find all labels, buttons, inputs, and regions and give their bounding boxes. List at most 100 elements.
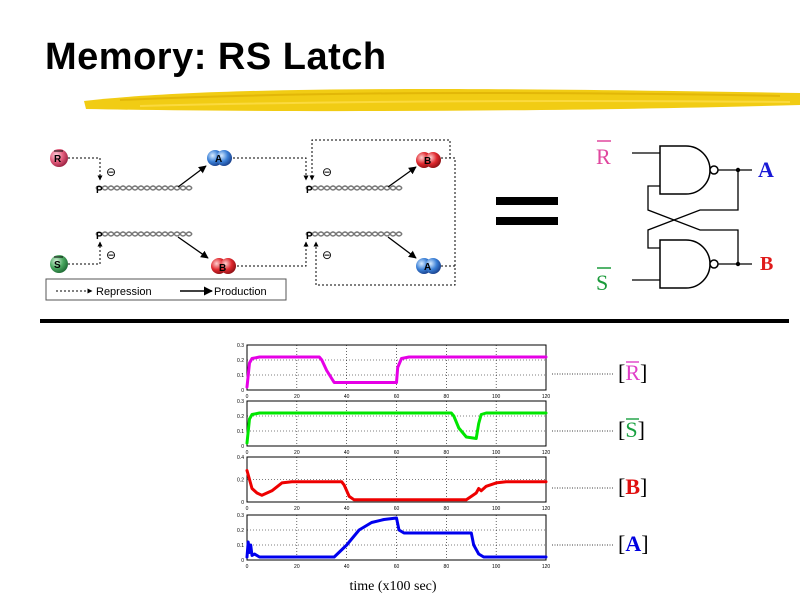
plot-x-tick-label: 120 [542, 564, 551, 570]
plot-y-tick-label: 0 [241, 558, 244, 564]
plot-x-tick-label: 80 [444, 450, 450, 456]
a-protein-top-label: A [215, 154, 222, 165]
plot-x-tick-label: 100 [492, 564, 501, 570]
promoter-labels: P P P P [96, 185, 313, 242]
plot-y-tick-label: 0.2 [237, 358, 244, 364]
a-protein-right: A [416, 258, 441, 274]
dna-strands [95, 185, 403, 237]
r-molecule-label: R [54, 154, 62, 165]
plot-x-tick-label: 20 [294, 506, 300, 512]
latch-junction-a [735, 167, 741, 173]
slide-title: Memory: RS Latch [45, 36, 387, 78]
plot-x-tick-label: 20 [294, 394, 300, 400]
repression-connectors [68, 139, 456, 286]
plot-y-tick-label: 0.4 [237, 455, 244, 461]
plot-label-b: [B] [618, 474, 647, 499]
plot-y-tick-label: 0.1 [237, 543, 244, 549]
plot-y-tick-label: 0.1 [237, 373, 244, 379]
plot-y-tick-label: 0 [241, 388, 244, 394]
plot-x-tick-label: 100 [492, 394, 501, 400]
plot-y-tick-label: 0.3 [237, 399, 244, 405]
plot-x-tick-label: 0 [246, 450, 249, 456]
plot-x-tick-label: 120 [542, 450, 551, 456]
latch-input-r-label: R [596, 144, 611, 169]
plot-panel-s: 0.3 0.2 0.1 00 20 40 60 80 100 120 [S] [237, 399, 645, 456]
plot-x-tick-label: 60 [394, 564, 400, 570]
title-highlight-stroke [84, 89, 800, 112]
promoter-3: P [306, 185, 313, 196]
r-molecule: R [50, 149, 68, 167]
plot-x-tick-label: 20 [294, 450, 300, 456]
plot-y-tick-label: 0.2 [237, 478, 244, 484]
plot-x-tick-label: 0 [246, 506, 249, 512]
section-divider [40, 319, 789, 323]
plot-y-tick-label: 0.2 [237, 414, 244, 420]
plot-y-tick-label: 0.3 [237, 343, 244, 349]
plot-x-tick-label: 20 [294, 564, 300, 570]
plot-x-tick-label: 40 [344, 564, 350, 570]
plot-x-tick-label: 40 [344, 394, 350, 400]
series-line-b [245, 469, 548, 502]
s-molecule-label: S [54, 260, 61, 271]
plot-y-tick-label: 0 [241, 444, 244, 450]
plot-x-tick-label: 60 [394, 506, 400, 512]
repression-marker-1: ⊖ [106, 165, 116, 179]
plot-panel-b: 0.4 0.2 00 20 40 60 80 100 120 [B] [237, 455, 647, 512]
plot-x-tick-label: 60 [394, 450, 400, 456]
plot-x-tick-label: 80 [444, 394, 450, 400]
promoter-1: P [96, 185, 103, 196]
plot-y-tick-label: 0.3 [237, 513, 244, 519]
series-line-a [245, 516, 548, 559]
equals-sign [496, 197, 558, 225]
b-protein-right: B [416, 152, 441, 168]
plot-x-tick-label: 100 [492, 506, 501, 512]
latch-wires [632, 152, 752, 281]
plot-label-s: [S] [618, 417, 645, 442]
plots-x-axis-label: time (x100 sec) [349, 579, 436, 594]
repression-marker-2: ⊖ [106, 248, 116, 262]
production-arrows [177, 165, 417, 259]
genetic-circuit-diagram: P P P P R S A B [45, 139, 456, 301]
plot-x-tick-label: 100 [492, 450, 501, 456]
b-protein-bottom-label: B [219, 263, 226, 274]
plot-x-tick-label: 120 [542, 394, 551, 400]
repression-marker-4: ⊖ [322, 248, 332, 262]
repression-markers: ⊖ ⊖ ⊖ ⊖ [106, 165, 332, 262]
latch-output-a-label: A [758, 157, 774, 182]
plot-x-tick-label: 80 [444, 564, 450, 570]
plot-x-tick-label: 120 [542, 506, 551, 512]
s-molecule: S [50, 255, 68, 273]
plot-y-tick-label: 0.2 [237, 528, 244, 534]
plot-y-tick-label: 0 [241, 500, 244, 506]
plot-x-tick-label: 40 [344, 450, 350, 456]
nand-gate-bottom-bubble [709, 259, 719, 269]
plot-panel-r: 0.3 0.2 0.1 00 20 40 60 80 100 120 [R] [237, 343, 647, 400]
latch-output-b-label: B [760, 253, 773, 275]
repression-marker-3: ⊖ [322, 165, 332, 179]
nand-gate-top-bubble [709, 165, 719, 175]
plot-x-tick-label: 40 [344, 506, 350, 512]
promoter-2: P [96, 231, 103, 242]
latch-junction-b [735, 261, 741, 267]
a-protein-top: A [207, 150, 232, 166]
b-protein-bottom: B [211, 258, 236, 274]
latch-input-s-label: S [596, 270, 608, 295]
promoter-4: P [306, 231, 313, 242]
a-protein-right-label: A [424, 262, 431, 273]
nand-gate-bottom [659, 239, 711, 289]
plot-y-tick-label: 0.1 [237, 429, 244, 435]
plot-label-a: [A] [618, 531, 649, 556]
plot-x-tick-label: 0 [246, 394, 249, 400]
plot-x-tick-label: 80 [444, 506, 450, 512]
legend-repression-label: Repression [96, 286, 152, 298]
circuit-legend: Repression Production [45, 278, 287, 301]
plot-x-tick-label: 60 [394, 394, 400, 400]
series-line-s [245, 411, 548, 445]
series-line-r [245, 355, 548, 389]
nand-gate-top [659, 145, 711, 195]
plot-label-r: [R] [618, 360, 647, 385]
nand-latch-diagram: R S A B [596, 140, 774, 295]
